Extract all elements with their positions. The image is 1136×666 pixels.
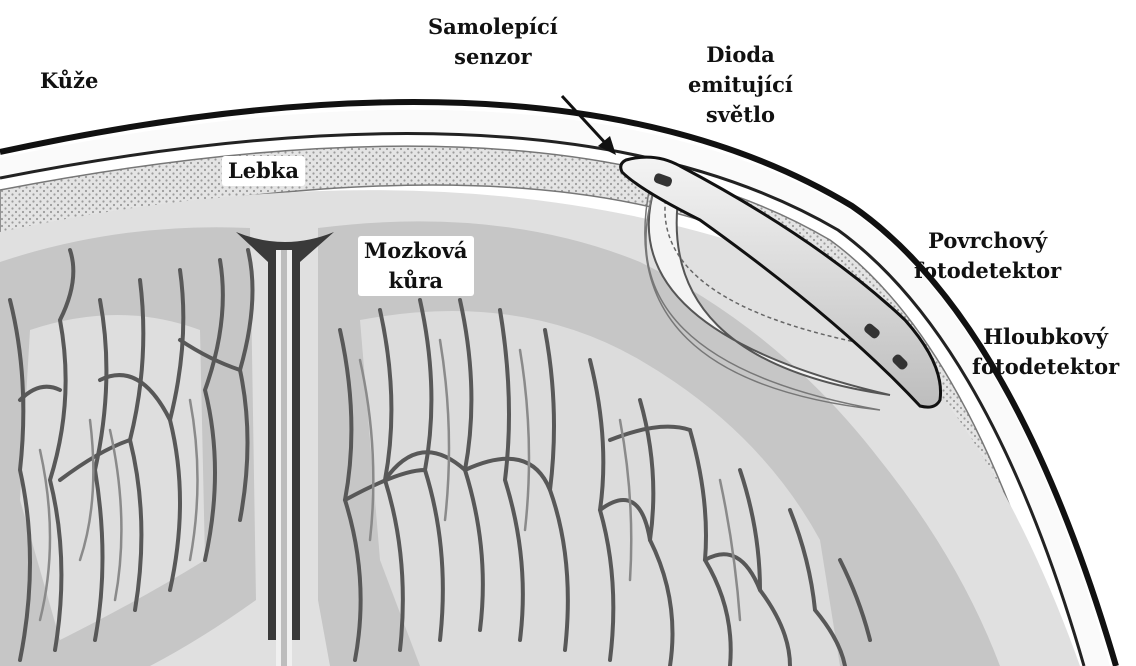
label-skin: Kůže	[40, 66, 98, 96]
label-skull: Lebka	[222, 156, 305, 186]
label-surface-detector: Povrchový fotodetektor	[914, 226, 1061, 286]
label-led: Dioda emitující světlo	[688, 40, 793, 130]
label-adhesive-sensor: Samolepící senzor	[428, 12, 558, 72]
label-cortex: Mozková kůra	[358, 236, 474, 296]
label-deep-detector: Hloubkový fotodetektor	[972, 322, 1119, 382]
